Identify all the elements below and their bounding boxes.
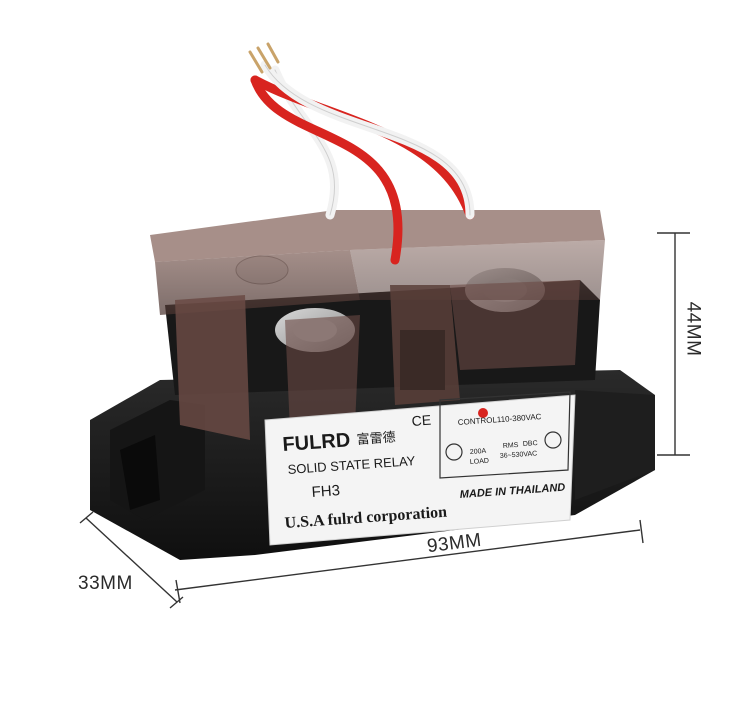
label-current: 200A: [470, 448, 487, 456]
depth-dimension-label: 33MM: [78, 573, 133, 594]
label-dbc: DBC: [523, 440, 538, 448]
label-brand: FULRD: [282, 429, 351, 456]
height-dimension-label: 44MM: [682, 301, 704, 357]
label-ce: CE: [411, 412, 432, 429]
label-brand-chinese: 富雷德: [356, 429, 396, 447]
dimension-lines: [79, 232, 690, 609]
label-rms: RMS: [503, 442, 519, 450]
label-load: LOAD: [470, 458, 490, 466]
product-label: [264, 391, 576, 546]
transparent-cover: [150, 210, 605, 440]
label-model: FH3: [311, 482, 340, 501]
label-voltage: 36~530VAC: [500, 450, 538, 460]
wires: [248, 42, 475, 265]
